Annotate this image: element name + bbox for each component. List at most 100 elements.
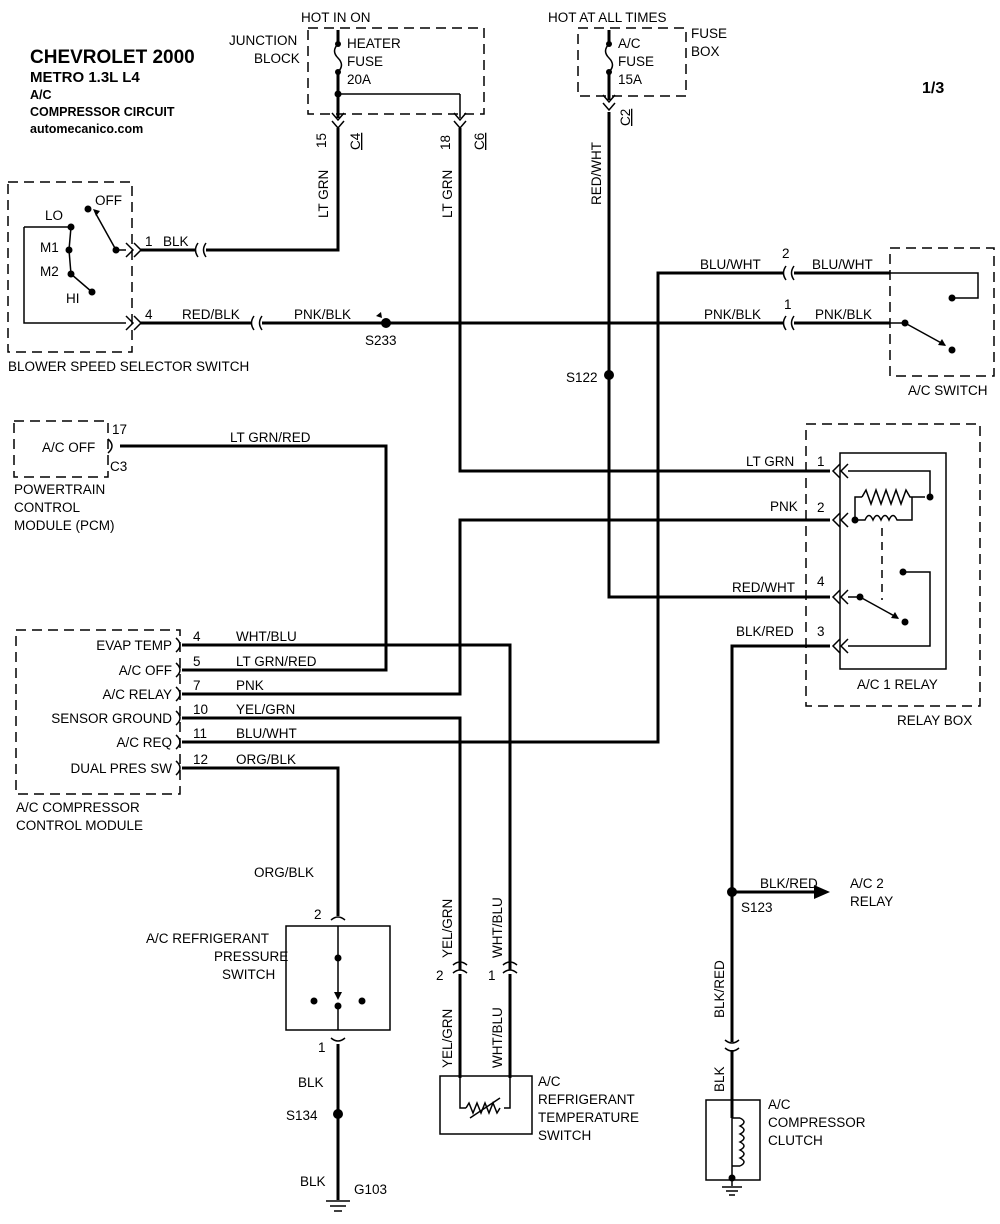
relay-connector-symbol [831,589,849,605]
wire-red-wht [607,112,830,599]
blower-pos-lo: LO [45,208,63,223]
fuse-terminal-dot [606,69,612,75]
pcm-name-1: POWERTRAIN [14,482,105,497]
module-connector-symbol [175,734,181,750]
blower-pos-off: OFF [95,193,122,208]
site-name: automecanico.com [30,122,143,136]
arrow-up-icon [93,209,100,216]
blower-pos-m1: M1 [40,240,59,255]
ac-fuse-symbol [604,43,614,73]
blower-switch-arm [95,213,117,251]
connector-pin2-symbol [330,916,346,921]
wire-pnk [182,518,830,696]
fuse-terminal-dot [335,41,341,47]
wire-label-blk-red-relay: BLK/RED [736,624,794,639]
pcm-pin-label: A/C OFF [42,440,95,455]
connector-c2-symbol [602,94,616,112]
module-wire-label: WHT/BLU [236,629,297,644]
module-pin-label: A/C RELAY [102,687,172,702]
splice-s233-label: S233 [365,333,397,348]
relay-box-outline [805,423,981,707]
hot-all-times-label: HOT AT ALL TIMES [548,10,667,25]
wire-label-blk-ground: BLK [298,1075,324,1090]
fuse-terminal-dot [335,69,341,75]
arrow-down-icon [891,612,899,619]
module-pin-label: EVAP TEMP [96,638,172,653]
relay-box-label: RELAY BOX [897,713,972,728]
wire-label-blk-red-clutch: BLK/RED [712,960,727,1018]
wire-lt-grn-relay [458,128,830,473]
module-pin-number: 5 [193,654,201,669]
speed-resistor-link [68,226,93,293]
wire-org-blk [182,766,340,916]
module-connector-symbol [175,662,181,678]
module-pin-label: SENSOR GROUND [51,711,172,726]
junction-block-box [307,27,485,115]
relay-node [926,493,934,501]
temperature-switch: A/C REFRIGERANT TEMPERATURE SWITCH [439,1074,639,1143]
wire-label-blu-wht-ac-switch: BLU/WHT [812,257,873,272]
relay-internal [848,470,931,497]
ac-switch-internal [890,272,979,299]
ac-switch-pin2: 2 [782,246,790,261]
title: CHEVROLET 2000 [30,47,195,68]
wire-label-lt-grn: LT GRN [440,170,455,218]
module-connector-symbol [175,760,181,776]
c2-label: C2 [618,109,633,126]
wire-label-blk-g103: BLK [300,1174,326,1189]
wire-label-lt-grn-relay: LT GRN [746,454,794,469]
wire-label-blk-red-ac2: BLK/RED [760,876,818,891]
wire-label-blk-clutch: BLK [712,1066,727,1092]
wire-label-red-wht: RED/WHT [589,142,604,205]
relay-pin-2: 2 [817,500,825,515]
temp-switch-name-3: TEMPERATURE [538,1110,639,1125]
ac-fuse-label-2: FUSE [618,54,654,69]
relay-internal [848,571,931,647]
ac-switch-contact [948,294,956,302]
relay-pin-3: 3 [817,624,825,639]
junction-block-label-1: JUNCTION [229,33,297,48]
contact-off [84,205,92,213]
compressor-clutch: A/C COMPRESSOR CLUTCH [705,1097,866,1196]
ac-fuse-label-3: 15A [618,72,642,87]
clutch-coil-symbol [738,1117,745,1167]
temp-switch-name-1: A/C [538,1074,561,1089]
module-wire-label: YEL/GRN [236,702,295,717]
module-pin-number: 4 [193,629,201,644]
module-wire-label: BLU/WHT [236,726,297,741]
splice-s122-label: S122 [566,370,598,385]
module-connector-symbol [175,637,181,653]
pcm-name-2: CONTROL [14,500,80,515]
blower-pos-m2: M2 [40,264,59,279]
module-pin-label: A/C OFF [119,663,172,678]
junction-block-label-2: BLOCK [254,51,300,66]
ac-switch-contact [948,346,956,354]
temp-switch-name-4: SWITCH [538,1128,591,1143]
wire-label-pnk-blk: PNK/BLK [294,307,351,322]
temp-switch-internal [504,1076,511,1109]
module-connector-symbol [175,686,181,702]
arrow-down-icon [938,339,946,346]
arrow-down-icon [334,992,342,1000]
hot-in-on-label: HOT IN ON [301,10,371,25]
connector-pin1-symbol [330,1037,346,1042]
wire-lt-grn-c4 [206,128,340,252]
heater-fuse-label-3: 20A [347,72,371,87]
wire-label-wht-blu-lower: WHT/BLU [490,1007,505,1068]
thermistor-symbol [465,1100,501,1116]
wire-label-pnk-relay: PNK [770,499,798,514]
relay-coil-symbol [855,497,913,522]
wire-label-pnk-blk-ac-switch: PNK/BLK [815,307,872,322]
blower-switch-label: BLOWER SPEED SELECTOR SWITCH [8,359,249,374]
module-wire-label: ORG/BLK [236,752,296,767]
inline-connector-symbol [782,315,795,331]
wire-label-yel-grn: YEL/GRN [440,899,455,958]
temp-switch-name-2: REFRIGERANT [538,1092,635,1107]
blower-pin1: 1 [145,234,153,249]
pcm-connector: C3 [110,459,127,474]
module-pin-number: 11 [193,726,207,741]
module-wire-label: PNK [236,678,264,693]
splice-s123-label: S123 [741,900,773,915]
clutch-name-1: A/C [768,1097,791,1112]
